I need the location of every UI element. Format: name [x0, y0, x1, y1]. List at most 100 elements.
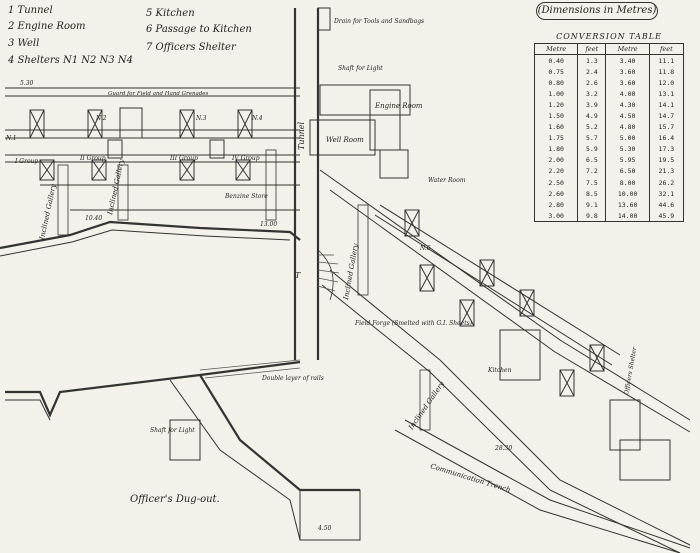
legend-item-5: 5 Kitchen: [146, 8, 195, 19]
n2-label: N.2: [95, 115, 107, 122]
dim-530: 5.30: [20, 80, 34, 87]
conversion-cell: 12.0: [648, 77, 684, 89]
conversion-cell: 2.80: [548, 200, 564, 209]
conversion-table: CONVERSION TABLE Metre feet Metre feet 0…: [534, 32, 684, 223]
guard-label: Guard for Field and Hand Grenades: [108, 91, 209, 97]
conversion-cell: 0.75: [548, 67, 564, 76]
officers-dugout-section: [5, 359, 361, 541]
water-room-label: Water Room: [428, 177, 466, 184]
conversion-cell: 32.1: [648, 188, 684, 200]
conversion-cell: 0.80: [548, 78, 564, 87]
group3-label: III Group: [169, 155, 198, 162]
shaft-light-label: Shaft for Light: [338, 65, 383, 72]
conversion-cell: 5.00: [605, 132, 650, 144]
conversion-cell: 16.4: [648, 132, 684, 144]
conv-header-metre-1: Metre: [534, 43, 578, 55]
legend-item-2: 2 Engine Room: [8, 21, 86, 32]
conversion-cell: 5.95: [605, 154, 650, 166]
conversion-cell: 7.5: [577, 177, 606, 189]
conversion-cell: 17.3: [648, 143, 684, 155]
conversion-cell: 3.60: [605, 66, 650, 78]
conversion-cell: 0.40: [548, 56, 564, 65]
dim-1300: 13.00: [260, 221, 277, 228]
officers-shelter-label: Officers Shelter: [623, 346, 638, 396]
conversion-cell: 5.9: [577, 143, 606, 155]
tunnel-stair: [317, 249, 340, 301]
diagonal-shelters: [404, 209, 671, 481]
t-label: T: [295, 271, 301, 280]
conversion-cell: 1.80: [548, 145, 564, 154]
conversion-cell: 9.1: [577, 199, 606, 211]
tunnel-label: Tunnel: [297, 121, 306, 150]
conversion-cell: 44.6: [648, 199, 684, 211]
kitchen-label: Kitchen: [487, 367, 512, 374]
conversion-cell: 2.6: [577, 77, 606, 89]
inclined-gallery-label-1: Inclined Gallery: [38, 182, 58, 241]
surface-trench: [0, 220, 301, 257]
legend-item-7: 7 Officers Shelter: [146, 42, 236, 53]
conversion-cell: 13.60: [605, 199, 650, 211]
well-room-label: Well Room: [326, 136, 364, 144]
conversion-cell: 1.20: [548, 100, 564, 109]
conv-header-feet-1: feet: [577, 43, 606, 55]
drain-label: Drain for Tools and Sandbags: [333, 18, 424, 25]
conversion-cell: 1.60: [548, 123, 564, 132]
conversion-cell: 10.00: [605, 188, 650, 200]
conversion-cell: 3.40: [605, 54, 650, 67]
conversion-cell: 4.50: [605, 110, 650, 122]
n3-label: N.3: [195, 115, 207, 122]
conversion-cell: 3.2: [577, 88, 606, 100]
n4-label: N.4: [251, 115, 263, 122]
conversion-cell: 7.2: [577, 165, 606, 178]
conversion-cell: 2.4: [577, 66, 606, 78]
inclined-gallery-label-4: Inclined Gallery: [407, 379, 447, 432]
conversion-cell: 4.30: [605, 99, 650, 111]
conversion-cell: 21.3: [648, 165, 684, 178]
inclined-gallery-label-2: Inclined Gallery: [106, 157, 126, 216]
conversion-cell: 1.75: [548, 134, 564, 143]
conversion-cell: 11.8: [648, 66, 684, 78]
conversion-cell: 3.60: [605, 77, 650, 89]
legend-item-3: 3 Well: [8, 38, 40, 49]
group2-label: II Group: [79, 155, 106, 162]
conversion-cell: 14.00: [605, 210, 650, 222]
benzine-store-label: Benzine Store: [224, 193, 268, 200]
conversion-cell: 5.30: [605, 143, 650, 155]
conversion-cell: 9.8: [577, 210, 606, 222]
inclined-galleries: [57, 149, 431, 431]
legend-item-1: 1 Tunnel: [8, 5, 53, 16]
dim-450: 4.50: [317, 525, 332, 532]
shaft-light-label-2: Shaft for Light: [150, 427, 195, 434]
conversion-cell: 14.7: [648, 110, 684, 122]
conversion-cell: 3.9: [577, 99, 606, 111]
conversion-cell: 2.60: [548, 189, 564, 198]
legend-item-4: 4 Shelters N1 N2 N3 N4: [8, 55, 133, 66]
conversion-cell: 5.7: [577, 132, 606, 144]
dimensions-note: (Dimensions in Metres): [536, 2, 658, 20]
engine-room-label: Engine Room: [374, 102, 423, 110]
conversion-cell: 4.80: [605, 121, 650, 133]
double-layer-label: Double layer of rails: [261, 375, 324, 382]
legend-item-6: 6 Passage to Kitchen: [146, 24, 252, 35]
shelters: [29, 107, 253, 181]
n6-label: N.6: [419, 245, 431, 252]
conversion-cell: 3.00: [548, 211, 564, 220]
n1-label: N.1: [5, 135, 17, 142]
conversion-cell: 14.1: [648, 99, 684, 111]
group1-label: I Group: [14, 158, 38, 165]
officers-dugout-title: Officer's Dug-out.: [130, 494, 220, 505]
conversion-cell: 6.50: [605, 165, 650, 178]
conversion-cell: 6.5: [577, 154, 606, 166]
conversion-cell: 26.2: [648, 177, 684, 189]
